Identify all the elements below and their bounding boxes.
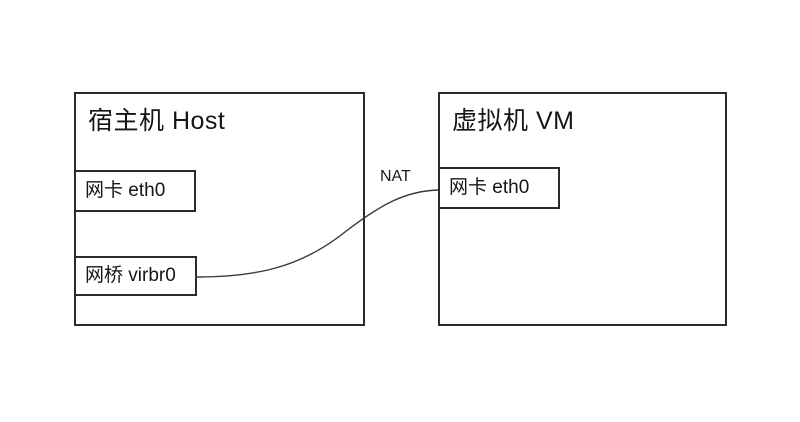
host-bridge-virbr0-label: 网桥 virbr0 <box>85 265 176 286</box>
host-title: 宿主机 Host <box>88 107 226 135</box>
vm-nic-eth0-box: 网卡 eth0 <box>438 167 560 209</box>
host-bridge-virbr0-box: 网桥 virbr0 <box>74 256 197 296</box>
vm-title: 虚拟机 VM <box>452 107 575 135</box>
vm-container: 虚拟机 VM 网卡 eth0 <box>438 92 727 326</box>
host-container: 宿主机 Host 网卡 eth0 网桥 virbr0 <box>74 92 365 326</box>
nat-connection-label: NAT <box>380 168 411 185</box>
host-nic-eth0-label: 网卡 eth0 <box>85 180 166 201</box>
vm-nic-eth0-label: 网卡 eth0 <box>449 177 530 198</box>
host-nic-eth0-box: 网卡 eth0 <box>74 170 196 212</box>
